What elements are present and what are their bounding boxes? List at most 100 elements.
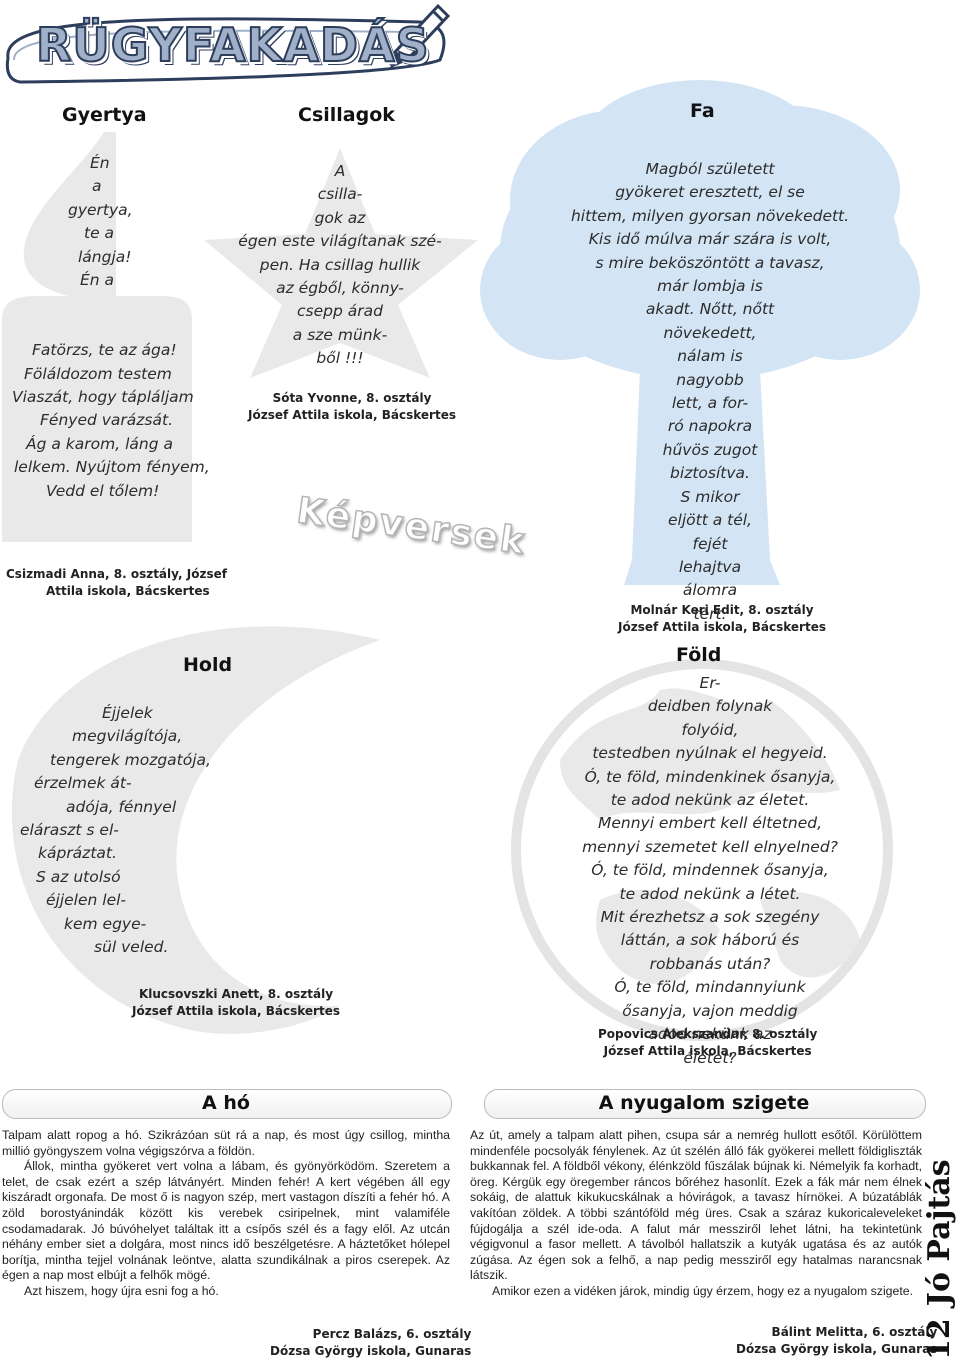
poem-line: te adod nekünk az életet. — [610, 791, 810, 810]
poem-line: érzelmek át- — [34, 774, 132, 793]
poem-line: te a — [84, 224, 115, 243]
poem-title-gyertya: Gyertya — [62, 104, 147, 126]
logo-graphic — [5, 17, 446, 84]
pencil-icon — [390, 3, 451, 68]
poem-line: lelkem. Nyújtom fényem, — [14, 458, 210, 477]
poem-line: te adod nekünk a létet. — [619, 884, 801, 903]
poem-line: az égből, könny- — [276, 279, 404, 298]
author-line: József Attila iskola, Bácskertes — [603, 1044, 812, 1058]
poem-line: Ó, te föld, mindannyiunk — [614, 978, 806, 997]
prose-aho: Talpam alatt ropog a hó. Szikrázóan süt … — [2, 1128, 450, 1300]
title-bar-nyugalom — [484, 1089, 926, 1119]
author-line: Sóta Yvonne, 8. osztály — [272, 391, 432, 405]
poem-line: hittem, milyen gyorsan növekedett. — [570, 206, 850, 225]
poem-line: életet? — [683, 1048, 737, 1067]
poem-line: nagyobb — [676, 370, 744, 389]
poem-line: Fatörzs, te az ága! — [32, 341, 177, 360]
author-line: Klucsovszki Anett, 8. osztály — [138, 987, 334, 1001]
poem-line: Er- — [699, 674, 721, 692]
poem-title-hold: Hold — [183, 654, 233, 676]
poem-line: adója, fénnyel — [66, 797, 177, 816]
poem-line: Fényed varázsát. — [40, 411, 174, 430]
poem-line: Föláldozom testem — [24, 364, 172, 383]
poem-line: fejét — [692, 534, 728, 553]
poem-line: pen. Ha csillag hullik — [259, 255, 421, 274]
poem-line: láttán, a sok háború és — [620, 931, 800, 950]
poem-line: biztosítva. — [670, 464, 750, 483]
poem-line: mennyi szemetet kell elnyelned? — [582, 837, 838, 856]
author-line: József Attila iskola, Bácskertes — [248, 408, 456, 422]
poem-line: Ó, te föld, mindennek ősanyja, — [591, 861, 829, 880]
poem-line: kápráztat. — [38, 844, 117, 863]
poem-line: a — [92, 177, 102, 196]
poem-line: Mit érezhetsz a sok szegény — [600, 908, 820, 927]
author-hold: Klucsovszki Anett, 8. osztály József Att… — [132, 986, 340, 1020]
prose-paragraph: Talpam alatt ropog a hó. Szikrázóan süt … — [2, 1128, 450, 1158]
poem-line: testedben nyúlnak el hegyeid. — [592, 744, 828, 763]
author-gyertya: Csizmadi Anna, 8. osztály, József Attila… — [6, 566, 227, 600]
poem-line: ősanyja, vajon meddig — [622, 1001, 798, 1020]
poem-line: robbanás után? — [649, 954, 771, 973]
poem-title-fold: Föld — [676, 644, 722, 666]
author-csillagok: Sóta Yvonne, 8. osztály József Attila is… — [248, 390, 456, 424]
poem-line: ből !!! — [316, 349, 364, 368]
poem-line: tért. — [693, 604, 727, 623]
author-line: József Attila iskola, Bácskertes — [618, 620, 826, 634]
poem-line: eláraszt s el- — [20, 821, 119, 840]
author-line: Dózsa György iskola, Gunaras — [270, 1344, 472, 1358]
prose-title-aho: A hó — [202, 1092, 250, 1114]
poem-line: ró napokra — [667, 417, 753, 436]
section-logo: RÜGYFAKADÁS — [35, 17, 430, 73]
magazine-name: Jó Pajtás — [922, 1159, 957, 1307]
poem-line: S az utolsó — [36, 867, 121, 886]
poem-line: deidben folynak — [647, 697, 773, 716]
prose-title-nyugalom: A nyugalom szigete — [598, 1092, 810, 1114]
poem-line: Viaszát, hogy tápláljam — [12, 388, 194, 407]
poem-title-fa: Fa — [690, 100, 715, 122]
poem-line: Magból született — [645, 160, 775, 178]
poem-line: csepp árad — [297, 302, 383, 321]
poem-line: nálam is — [677, 347, 743, 366]
poem-line: Én — [90, 154, 110, 172]
poem-line: a sze münk- — [292, 325, 388, 344]
prose-paragraph: Azt hiszem, hogy újra esni fog a hó. — [24, 1283, 219, 1298]
poem-line: S mikor — [680, 487, 740, 506]
poem-line: csilla- — [317, 185, 363, 204]
author-line: Dózsa György iskola, Gunaras — [736, 1342, 938, 1356]
poem-line: már lombja is — [657, 277, 763, 296]
poem-line: Én a — [80, 271, 115, 290]
author-line: Popovics Alekszandar, 8. osztály — [598, 1027, 818, 1041]
poem-line: akadt. Nőtt, nőtt — [645, 300, 775, 319]
author-fa: Molnár Keri Edit, 8. osztály József Atti… — [618, 602, 826, 636]
page-number: 12 — [922, 1318, 957, 1360]
moon-shape — [11, 626, 380, 1034]
poem-line: álomra — [682, 581, 738, 600]
tree-shape — [480, 80, 920, 585]
poem-line: gyertya, — [68, 200, 133, 219]
poem-line: A — [334, 162, 346, 180]
prose-paragraph: Az út, amely a talpam alatt pihen, csupa… — [470, 1128, 922, 1283]
prose-nyugalom: Az út, amely a talpam alatt pihen, csupa… — [470, 1128, 922, 1300]
author-nyugalom: Bálint Melitta, 6. osztály Dózsa György … — [736, 1324, 937, 1358]
poem-line — [0, 292, 200, 315]
poem-line: gyökeret eresztett, el se — [615, 183, 805, 202]
prose-paragraph: Állok, mintha gyökeret vert volna a lába… — [2, 1159, 450, 1283]
poem-title-csillagok: Csillagok — [298, 104, 395, 126]
candle-shape — [2, 132, 192, 542]
author-line: Attila iskola, Bácskertes — [46, 584, 210, 598]
poem-line: Éjjelek — [102, 704, 153, 722]
poem-line: Ág a karom, láng a — [26, 434, 173, 453]
author-line: Bálint Melitta, 6. osztály — [771, 1325, 938, 1339]
poem-line — [0, 316, 200, 339]
poem-line: növekedett, — [663, 323, 757, 342]
poem-line: Vedd el tőlem! — [46, 481, 160, 500]
poem-line: eljött a tél, — [668, 511, 752, 530]
poem-line: s mire beköszöntött a tavasz, — [595, 253, 825, 272]
poem-line: Ó, te föld, mindenkinek ősanyja, — [584, 767, 836, 786]
poem-line: kem egye- — [64, 914, 147, 933]
